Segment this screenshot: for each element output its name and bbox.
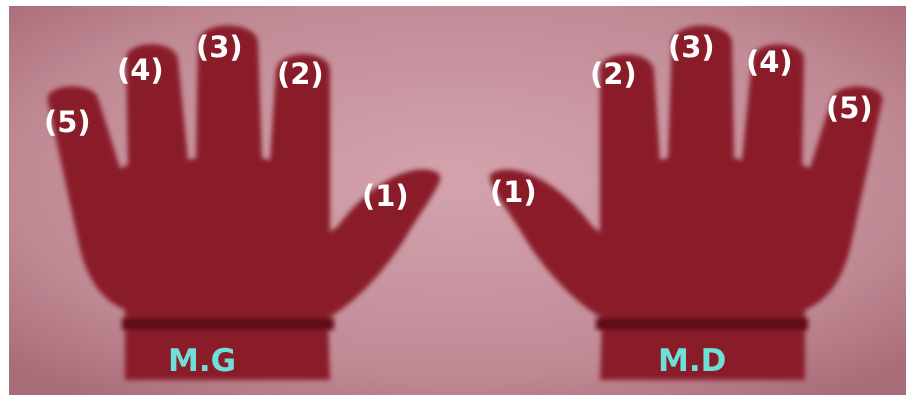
right-finger-3-label: (3) bbox=[668, 30, 715, 64]
right-hand bbox=[489, 25, 883, 380]
left-finger-2-label: (2) bbox=[277, 57, 324, 91]
left-wrist-band bbox=[122, 318, 334, 330]
left-hand-shape bbox=[47, 25, 441, 380]
right-finger-5-label: (5) bbox=[826, 91, 873, 125]
left-finger-4-label: (4) bbox=[117, 53, 164, 87]
left-finger-1-label: (1) bbox=[362, 179, 409, 213]
left-hand-name: M.G bbox=[168, 343, 236, 379]
right-hand-name: M.D bbox=[658, 343, 726, 379]
right-finger-4-label: (4) bbox=[746, 45, 793, 79]
right-finger-1-label: (1) bbox=[490, 175, 537, 209]
left-finger-5-label: (5) bbox=[44, 105, 91, 139]
right-hand-shape bbox=[489, 25, 883, 380]
left-finger-3-label: (3) bbox=[196, 30, 243, 64]
right-finger-2-label: (2) bbox=[590, 57, 637, 91]
right-wrist-band bbox=[596, 318, 808, 330]
left-hand bbox=[47, 25, 441, 380]
